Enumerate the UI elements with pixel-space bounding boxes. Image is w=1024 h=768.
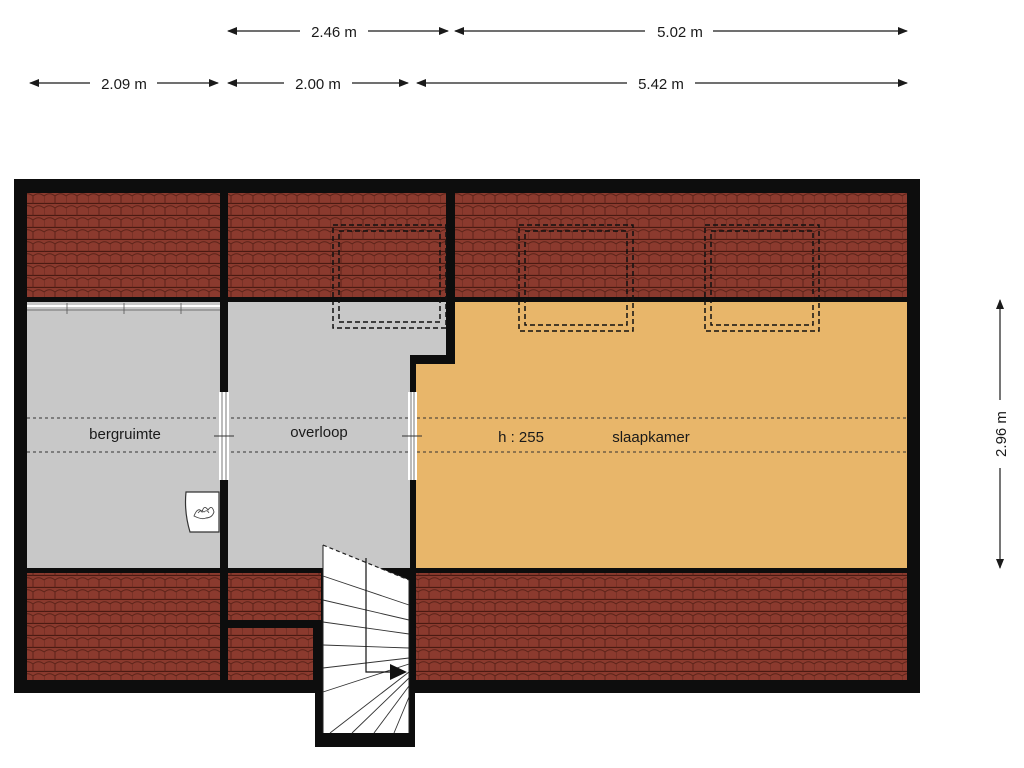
door-slaapkamer <box>402 392 422 480</box>
knee-wall-marking <box>27 303 220 314</box>
dimension-label: 2.09 m <box>101 76 147 93</box>
room-slaapkamer <box>416 302 907 568</box>
room-label-slaapkamer: slaapkamer <box>612 429 690 446</box>
dimension-label: 2.46 m <box>311 24 357 41</box>
dimension-lines: 2.46 m 5.02 m 2.09 m 2.00 m 5.42 m 2.96 … <box>29 24 1010 569</box>
skylight-window-icon <box>332 224 820 332</box>
central-heating-boiler-icon <box>184 491 220 533</box>
dimension-label: 2.00 m <box>295 76 341 93</box>
roof-tiles <box>27 193 907 680</box>
room-height-label: h : 255 <box>498 429 544 446</box>
dimension-label: 5.42 m <box>638 76 684 93</box>
roof-height-lines <box>27 417 907 453</box>
door-bergruimte <box>214 392 234 480</box>
stairs-direction-arrow-icon <box>365 558 407 680</box>
room-label-bergruimte: bergruimte <box>89 426 161 443</box>
room-label-overloop: overloop <box>290 424 348 441</box>
room-overloop <box>228 302 446 568</box>
dimension-label: 5.02 m <box>657 24 703 41</box>
dimension-label: 2.96 m <box>993 411 1010 457</box>
